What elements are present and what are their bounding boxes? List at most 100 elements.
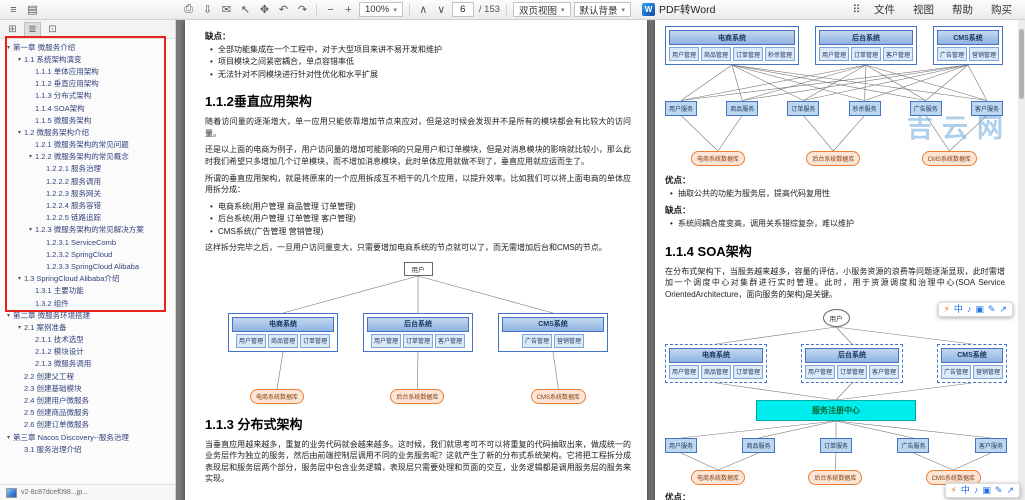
toc-item[interactable]: ▾2.1 案例准备 [0,321,175,333]
copy-icon[interactable]: ▣ [982,485,991,495]
zoom-in-button[interactable]: + [345,3,352,16]
copy-icon[interactable]: ▣ [975,304,984,314]
toc-item[interactable]: 3.1 服务治理介绍 [0,443,175,455]
undo-icon[interactable]: ↶ [278,4,289,16]
caret-down-icon[interactable]: ▾ [28,154,32,161]
toc-item[interactable]: 1.2.3.2 SpringCloud [0,248,175,260]
toc-item[interactable]: 2.1.1 技术选型 [0,334,175,346]
caret-down-icon[interactable]: ▾ [17,129,21,136]
service-box: 秒杀服务 [848,100,881,116]
caret-down-icon[interactable]: ▾ [17,56,21,63]
toc-item[interactable]: 1.2.2.4 服务容错 [0,199,175,211]
toc-item[interactable]: 2.1.3 微服务调用 [0,358,175,370]
sidebar-toggle-icon[interactable]: ≡ [10,3,17,16]
prev-page-button[interactable]: ∧ [419,4,428,16]
pdf-to-word-button[interactable]: W PDF转Word [642,2,715,17]
toc-item[interactable]: 1.2.3.1 ServiceComb [0,236,175,248]
zoom-out-button[interactable]: − [327,3,334,16]
chevron-down-icon: ▾ [621,6,626,14]
service-box: 订单服务 [787,100,820,116]
select-icon[interactable]: ↖ [240,4,251,16]
expand-icon[interactable]: ↗ [1006,485,1014,495]
paragraph: 当垂直应用越来越多，重复的业务代码就会越来越多。这时候，我们就思考可不可以将重复… [205,439,631,484]
toc-item[interactable]: 1.3.1 主要功能 [0,285,175,297]
toc-item[interactable]: 1.2.2.1 服务治理 [0,163,175,175]
pros-title: 优点： [665,175,691,185]
caret-down-icon[interactable]: ▾ [17,276,21,283]
translate-icon[interactable]: 中 [953,304,963,314]
toc-item[interactable]: ▾第二章 微服务环境搭建 [0,309,175,321]
scrollbar-thumb[interactable] [1019,29,1024,99]
toc-item[interactable]: ▾1.2.3 微服务架构的常见解决方案 [0,224,175,236]
toc-item[interactable]: 1.2.2.2 服务调用 [0,175,175,187]
speaker-icon[interactable]: ♪ [966,304,972,314]
service-box: 订单服务 [819,437,852,453]
toc-item-label: 第一章 微服务介绍 [13,42,76,52]
toc-item[interactable]: 1.2.1 微服务架构的常见问题 [0,139,175,151]
toc-item[interactable]: 1.1.2 垂直应用架构 [0,78,175,90]
toc-item-label: 1.2.2.3 服务网关 [46,188,102,198]
attachments-tab-icon[interactable]: ⊡ [48,23,57,35]
background-select[interactable]: 默认背景 ▾ [573,2,632,17]
menu-file[interactable]: 文件 [874,4,895,16]
caret-down-icon[interactable]: ▾ [6,312,10,319]
pen-icon[interactable]: ✎ [987,304,996,314]
paragraph: 还是以上面的电商为例子，用户访问量的增加可能影响的只是用户和订单模块，但是对消息… [205,145,631,166]
toc-item[interactable]: 1.2.2.5 链路追踪 [0,212,175,224]
caret-down-icon[interactable]: ▾ [6,44,10,51]
panel-icon[interactable]: ▤ [27,4,38,16]
thumbnails-tab-icon[interactable]: ⊞ [8,23,17,35]
system-box: 电商系统用户管理商品管理订单管理 [228,312,338,352]
pen-icon[interactable]: ✎ [994,485,1003,495]
outline-tab-icon[interactable]: ≣ [24,21,41,37]
user-node: 用户 [822,308,850,327]
caret-down-icon[interactable]: ▾ [17,324,21,331]
toc-item-label: 2.2 创建父工程 [24,371,75,381]
hand-icon[interactable]: ✥ [259,4,270,16]
database-box: 电商系统数据库 [691,469,746,485]
toc-item[interactable]: 2.1.2 模块设计 [0,346,175,358]
menu-buy[interactable]: 购买 [991,4,1012,16]
toc-item[interactable]: ▾1.2 微服务架构介绍 [0,126,175,138]
module-row: 广告管理营销管理 [936,47,999,61]
next-page-button[interactable]: ∨ [437,4,446,16]
toc-item[interactable]: ▾1.3 SpringCloud Alibaba介绍 [0,273,175,285]
con-item: 无法针对不同模块进行针对性优化和水平扩展 [205,69,631,82]
module-box: 订单管理 [837,364,868,379]
toc-item[interactable]: 2.4 创建用户微服务 [0,394,175,406]
grid-icon[interactable]: ⠿ [852,4,861,16]
toc-item[interactable]: 1.1.3 分布式架构 [0,90,175,102]
toc-item[interactable]: ▾第三章 Nacos Discovery--服务治理 [0,431,175,443]
menu-view[interactable]: 视图 [913,4,934,16]
toc-item[interactable]: 1.3.2 组件 [0,297,175,309]
toc-item[interactable]: 2.3 创建基础模块 [0,382,175,394]
toc-item[interactable]: ▾1.1 系统架构演变 [0,53,175,65]
save-icon[interactable]: ⇩ [202,4,213,16]
expand-icon[interactable]: ↗ [999,304,1007,314]
toc-item[interactable]: 1.2.3.3 SpringCloud Alibaba [0,260,175,272]
caret-down-icon[interactable]: ▾ [28,227,32,234]
toc-item[interactable]: 2.5 创建商品微服务 [0,407,175,419]
toc-item[interactable]: 2.2 创建父工程 [0,370,175,382]
page-number-input[interactable]: 6 [451,2,474,17]
toc-item[interactable]: 1.1.5 微服务架构 [0,114,175,126]
print-icon[interactable]: ⎙ [184,3,193,15]
menu-help[interactable]: 帮助 [952,4,973,16]
translate-icon[interactable]: 中 [960,485,970,495]
mail-icon[interactable]: ✉ [221,4,232,16]
vertical-scrollbar[interactable] [1018,20,1025,500]
toc-item[interactable]: 1.1.4 SOA架构 [0,102,175,114]
speaker-icon[interactable]: ♪ [973,485,979,495]
view-mode-select[interactable]: 双页视图 ▾ [512,2,571,17]
redo-icon[interactable]: ↷ [297,4,308,16]
caret-down-icon[interactable]: ▾ [6,434,10,441]
toc-item[interactable]: 1.2.2.3 服务网关 [0,187,175,199]
toc-item[interactable]: ▾1.2.2 微服务架构的常见概念 [0,151,175,163]
toc-item[interactable]: ▾第一章 微服务介绍 [0,41,175,53]
attachment-bar[interactable]: v2-8c87dcef098...jp... [0,484,175,500]
toc-item[interactable]: 1.1.1 单体应用架构 [0,65,175,77]
toc-item[interactable]: 2.6 创建订单微服务 [0,419,175,431]
fire-icon[interactable]: ⚡ [943,304,950,314]
fire-icon[interactable]: ⚡ [950,485,957,495]
zoom-level-select[interactable]: 100% ▾ [359,2,403,17]
